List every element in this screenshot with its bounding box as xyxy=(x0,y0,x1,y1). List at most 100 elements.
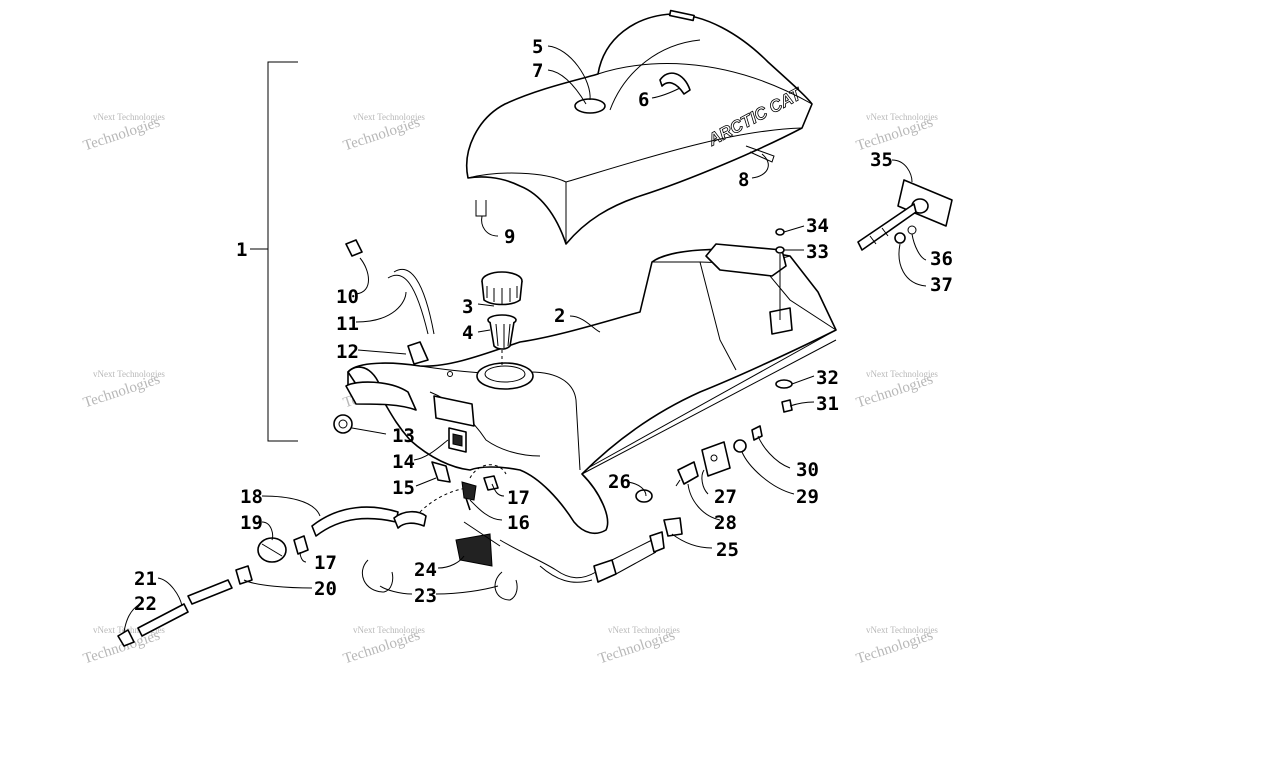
strap-grommet xyxy=(333,414,353,434)
watermark-line: vNext Technologies xyxy=(866,625,938,635)
tank-window xyxy=(433,395,475,427)
washer xyxy=(775,246,785,254)
fuel-filter-band xyxy=(261,543,283,557)
leader-line xyxy=(783,225,805,233)
callout-24[interactable]: 24 xyxy=(414,559,437,581)
callout-4[interactable]: 4 xyxy=(462,322,473,344)
cable-line xyxy=(539,565,593,583)
callout-31[interactable]: 31 xyxy=(816,393,839,415)
leader-line xyxy=(243,579,313,589)
callout-20[interactable]: 20 xyxy=(314,578,337,600)
seat-handle xyxy=(659,72,691,95)
callout-35[interactable]: 35 xyxy=(870,149,893,171)
callout-10[interactable]: 10 xyxy=(336,286,359,308)
callout-36[interactable]: 36 xyxy=(930,248,953,270)
callout-3[interactable]: 3 xyxy=(462,296,473,318)
fuel-filter xyxy=(257,537,287,563)
callout-29[interactable]: 29 xyxy=(796,486,819,508)
fuel-strainer xyxy=(487,314,517,366)
leader-line xyxy=(299,551,307,563)
callout-37[interactable]: 37 xyxy=(930,274,953,296)
callout-2[interactable]: 2 xyxy=(554,305,565,327)
watermark: vNext Technologies Technologies xyxy=(854,112,938,154)
callout-6[interactable]: 6 xyxy=(638,89,649,111)
fuel-hose-short xyxy=(393,510,427,529)
callout-14[interactable]: 14 xyxy=(392,451,415,473)
callout-21[interactable]: 21 xyxy=(134,568,157,590)
seat-pin xyxy=(475,200,487,217)
seat-badge xyxy=(668,9,695,22)
seat-cover-opening xyxy=(574,98,606,114)
leader-line xyxy=(437,555,465,569)
watermark: vNext Technologies Technologies xyxy=(81,369,165,411)
callout-16[interactable]: 16 xyxy=(507,512,530,534)
sender-washer xyxy=(907,225,917,235)
switch-plate xyxy=(701,441,731,477)
outlet-path xyxy=(419,487,469,513)
callout-17-secondary[interactable]: 17 xyxy=(314,552,337,574)
watermark-line: vNext Technologies xyxy=(866,369,938,379)
spring xyxy=(455,521,501,567)
assembly-bracket xyxy=(250,61,298,442)
callout-23[interactable]: 23 xyxy=(414,585,437,607)
callout-12[interactable]: 12 xyxy=(336,341,359,363)
callout-11[interactable]: 11 xyxy=(336,313,359,335)
cable-sleeve xyxy=(593,559,617,583)
leader-line xyxy=(651,87,681,99)
callout-30[interactable]: 30 xyxy=(796,459,819,481)
vent-hose xyxy=(387,268,435,335)
callout-15[interactable]: 15 xyxy=(392,477,415,499)
callout-25[interactable]: 25 xyxy=(716,539,739,561)
callout-13[interactable]: 13 xyxy=(392,425,415,447)
callout-32[interactable]: 32 xyxy=(816,367,839,389)
callout-22[interactable]: 22 xyxy=(134,593,157,615)
tank-flange xyxy=(587,329,837,469)
leader-line xyxy=(671,533,713,549)
leader-line xyxy=(547,69,587,105)
callout-1[interactable]: 1 xyxy=(236,239,247,261)
callout-33[interactable]: 33 xyxy=(806,241,829,263)
hose-clamp xyxy=(483,475,499,491)
callout-18[interactable]: 18 xyxy=(240,486,263,508)
leader-line xyxy=(481,215,499,237)
watermark: vNext Technologies Technologies xyxy=(341,112,425,154)
leader-line xyxy=(569,315,601,333)
tank-boss xyxy=(769,307,793,335)
leader-line xyxy=(355,257,369,295)
strainer-basket xyxy=(489,321,515,350)
fuel-tank xyxy=(347,243,837,535)
leader-line xyxy=(477,303,495,307)
watermark-line: vNext Technologies xyxy=(93,112,165,122)
watermark: vNext Technologies Technologies xyxy=(341,625,425,667)
seat: ARCTIC CAT xyxy=(466,9,813,245)
callout-8[interactable]: 8 xyxy=(738,169,749,191)
callout-26[interactable]: 26 xyxy=(608,471,631,493)
callout-19[interactable]: 19 xyxy=(240,512,263,534)
watermark-line: vNext Technologies xyxy=(353,112,425,122)
watermark-line: vNext Technologies xyxy=(93,625,165,635)
screw xyxy=(751,425,763,441)
leader-line xyxy=(741,451,795,495)
callouts: 1 2 3 4 5 6 7 8 9 10 11 12 13 14 15 16 1… xyxy=(134,36,953,615)
leader-line xyxy=(898,243,927,287)
leader-line xyxy=(355,291,407,323)
watermark: vNext Technologies Technologies xyxy=(596,625,680,667)
seat-body xyxy=(466,13,813,245)
leader-line xyxy=(891,159,913,183)
leader-line xyxy=(791,375,815,385)
leader-line xyxy=(435,585,499,595)
callout-17[interactable]: 17 xyxy=(507,487,530,509)
decal xyxy=(448,427,467,453)
callout-28[interactable]: 28 xyxy=(714,512,737,534)
callout-7[interactable]: 7 xyxy=(532,60,543,82)
callout-9[interactable]: 9 xyxy=(504,226,515,248)
sender-rod-detail xyxy=(869,227,889,245)
callout-5[interactable]: 5 xyxy=(532,36,543,58)
callout-34[interactable]: 34 xyxy=(806,215,829,237)
hose-clamp xyxy=(293,535,309,555)
primer-cable xyxy=(499,531,665,583)
vent-clip xyxy=(345,239,363,257)
strainer-mesh xyxy=(495,323,511,348)
callout-27[interactable]: 27 xyxy=(714,486,737,508)
fuel-cap-grip xyxy=(486,286,518,304)
